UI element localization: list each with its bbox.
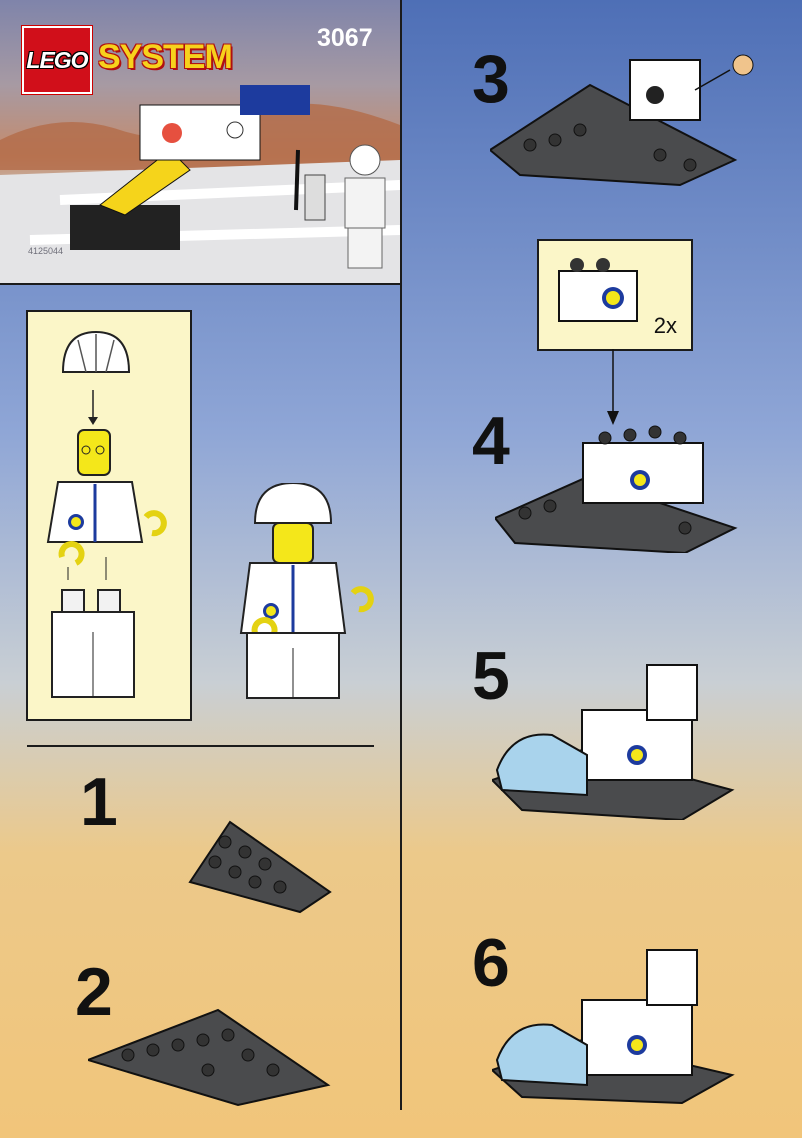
step-4-parts-callout: 2x	[537, 239, 693, 351]
box-art-photo: LEGO SYSTEM 3067 4125044	[0, 0, 400, 283]
minifigure-parts-callout	[26, 310, 192, 721]
box-art-scene	[0, 85, 400, 283]
section-divider	[27, 745, 374, 747]
step-number: 4	[472, 403, 510, 479]
system-brand: SYSTEM	[98, 38, 233, 76]
step-2-plates-icon	[88, 1008, 331, 1107]
step-1-wing-plate-icon	[188, 820, 332, 914]
parts-quantity: 2x	[653, 313, 677, 338]
step-6-assembly-icon	[492, 949, 735, 1105]
lego-logo: LEGO	[22, 26, 92, 94]
step-4-arrow-icon	[607, 349, 619, 425]
set-number: 3067	[317, 24, 373, 52]
assembled-minifigure-icon	[239, 483, 374, 699]
column-divider	[400, 0, 402, 1110]
minifigure-assembly-icon	[46, 330, 167, 698]
step-number: 6	[472, 925, 510, 1001]
product-code: 4125044	[28, 246, 64, 256]
lego-logo-text: LEGO	[26, 46, 88, 73]
step-number: 3	[472, 41, 510, 117]
step-5-assembly-icon	[492, 664, 735, 820]
step-4-assembly-icon	[495, 425, 738, 553]
step-number: 2	[75, 954, 113, 1030]
header-divider	[0, 283, 400, 285]
step-3-brick-icon	[490, 54, 754, 187]
printed-brick-icon	[558, 258, 638, 322]
step-number: 5	[472, 638, 510, 714]
step-number: 1	[80, 764, 118, 840]
